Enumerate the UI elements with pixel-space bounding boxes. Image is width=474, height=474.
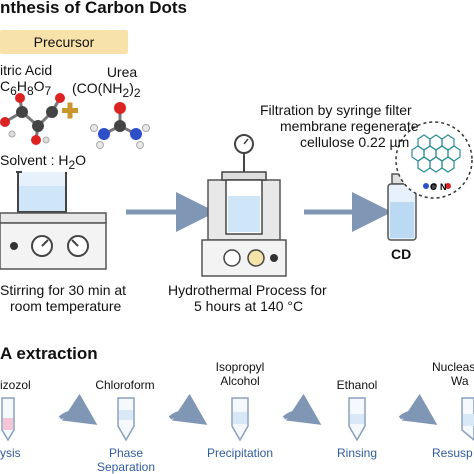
urea-label: Urea: [106, 64, 138, 80]
hydrothermal-reactor: [201, 134, 287, 277]
cd-label: CD: [391, 246, 412, 262]
filtration-line-2: membrane regenerate: [280, 118, 419, 134]
reagent-3-top-2: Alcohol: [220, 374, 260, 388]
reagent-2-top: Chloroform: [95, 378, 155, 392]
urea-formula: (CO(NH2)2: [72, 80, 141, 100]
precursor-box: [0, 30, 128, 54]
citric-acid-label: itric Acid: [0, 62, 53, 78]
synthesis-title: nthesis of Carbon Dots: [0, 0, 188, 17]
stage-3-label: Precipitation: [206, 446, 274, 460]
step1-line-2: room temperature: [10, 298, 122, 314]
stage-2-label-1: Phase: [108, 446, 144, 460]
step1-line-1: Stirring for 30 min at: [0, 282, 127, 298]
reagent-5-top-2: Wa: [451, 374, 469, 388]
solvent-label: Solvent : H2O: [0, 152, 87, 172]
filtration-line-3: cellulose 0.22 µm: [300, 134, 410, 150]
step2-line-1: Hydrothermal Process for: [168, 282, 327, 298]
step2-line-2: 5 hours at 140 °C: [194, 298, 304, 314]
tube-2: [117, 397, 135, 442]
reagent-5-top-1: Nucleas: [432, 360, 474, 374]
reagent-3-top-1: Isopropyl: [215, 360, 265, 374]
precursor-label: Precursor: [33, 34, 95, 50]
citric-acid-molecule: [0, 93, 65, 145]
reagent-4-top: Ethanol: [336, 378, 378, 392]
tube-3: [231, 397, 249, 442]
stage-5-label: Resusp: [432, 446, 473, 460]
stage-1-label: ysis: [0, 446, 21, 460]
magnetic-stirrer: [0, 171, 107, 270]
cd-vial: [387, 173, 417, 241]
atom-n: N: [440, 182, 447, 192]
tube-4: [348, 397, 366, 442]
tube-1: [1, 397, 15, 442]
filtration-line-1: Filtration by syringe filter: [260, 102, 412, 118]
citric-acid-formula: C6H8O7: [0, 78, 52, 98]
stage-4-label: Rinsing: [336, 446, 378, 460]
reagent-1-top: izozol: [0, 378, 31, 392]
stage-2-label-2: Separation: [96, 460, 156, 474]
plus-icon: [62, 102, 78, 119]
rna-title: A extraction: [0, 344, 98, 363]
atom-c: C: [430, 182, 437, 192]
tube-5: [461, 397, 474, 441]
urea-molecule: [90, 102, 150, 149]
